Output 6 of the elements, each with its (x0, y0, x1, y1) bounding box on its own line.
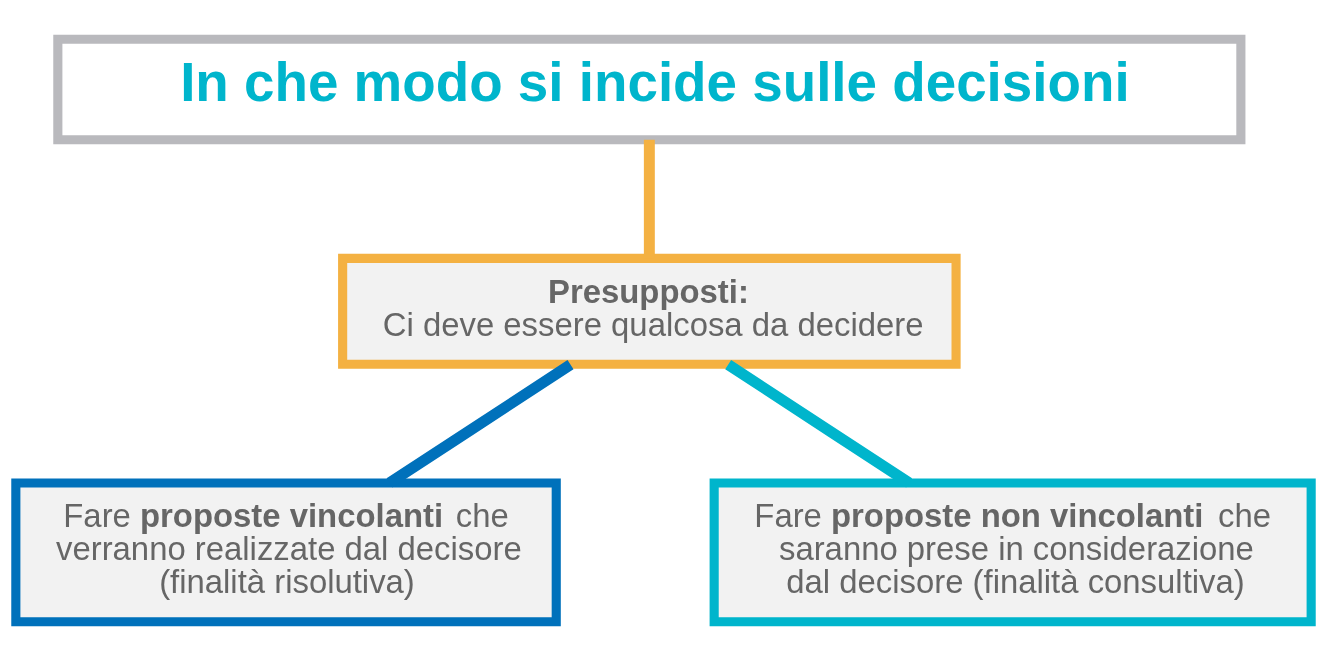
node-box: Presupposti: Ci deve essere qualcosa da decidere (338, 253, 961, 369)
connector (725, 360, 913, 488)
connector (386, 360, 574, 488)
node-box: In che modo si incide sulle decisioni (53, 34, 1246, 145)
node-box: Fare proposte non vincolanti che saranno prese in considerazione dal decisore (finalità consultiva) (709, 478, 1316, 627)
node-box: Fare proposte vincolanti che verranno realizzate dal decisore (finalità risolutiva) (11, 478, 561, 627)
